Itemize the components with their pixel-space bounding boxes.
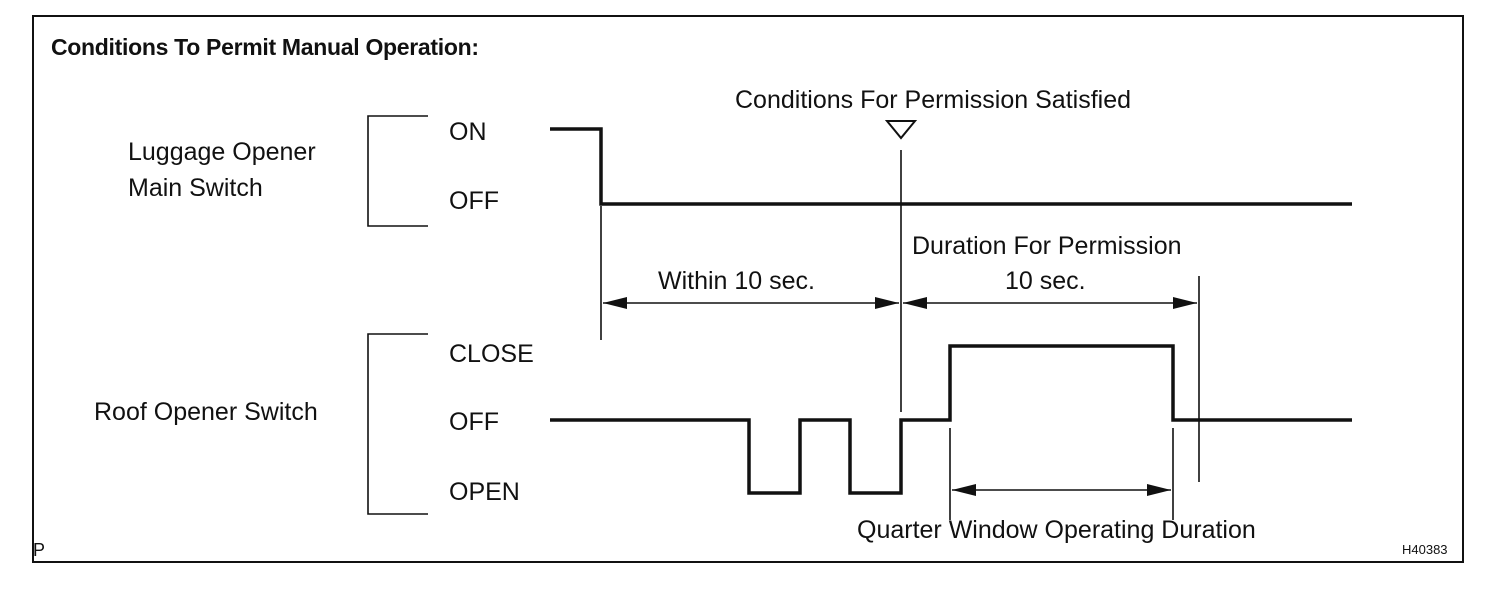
luggage-label-line1: Luggage Opener [128, 138, 316, 166]
roof-state-off: OFF [449, 408, 499, 436]
luggage-waveform [550, 127, 1352, 206]
luggage-label-line2: Main Switch [128, 174, 263, 202]
diagram-title: Conditions To Permit Manual Operation: [51, 34, 479, 60]
corner-mark-p: P [33, 540, 46, 560]
roof-waveform [550, 344, 1352, 495]
conditions-satisfied-label: Conditions For Permission Satisfied [735, 86, 1131, 114]
within-arrow-right-icon [875, 297, 899, 309]
duration-for-permission-label: Duration For Permission [912, 232, 1182, 260]
quarter-window-arrow-right-icon [1147, 484, 1171, 496]
within-arrow-left-icon [603, 297, 627, 309]
luggage-state-off: OFF [449, 187, 499, 215]
roof-state-open: OPEN [449, 478, 520, 506]
roof-label: Roof Opener Switch [94, 398, 318, 426]
luggage-bracket [367, 115, 428, 227]
diagram-frame [32, 15, 1464, 563]
duration-value-label: 10 sec. [1005, 267, 1086, 295]
figure-code: H40383 [1402, 542, 1448, 557]
luggage-state-on: ON [449, 118, 487, 146]
roof-state-close: CLOSE [449, 340, 534, 368]
satisfied-marker-icon [884, 120, 918, 140]
quarter-window-arrow-left-icon [952, 484, 976, 496]
roof-bracket [367, 333, 428, 515]
permission-arrow-right-icon [1173, 297, 1197, 309]
within-10-sec-label: Within 10 sec. [658, 267, 816, 295]
quarter-window-label: Quarter Window Operating Duration [857, 516, 1256, 544]
permission-arrow-left-icon [903, 297, 927, 309]
